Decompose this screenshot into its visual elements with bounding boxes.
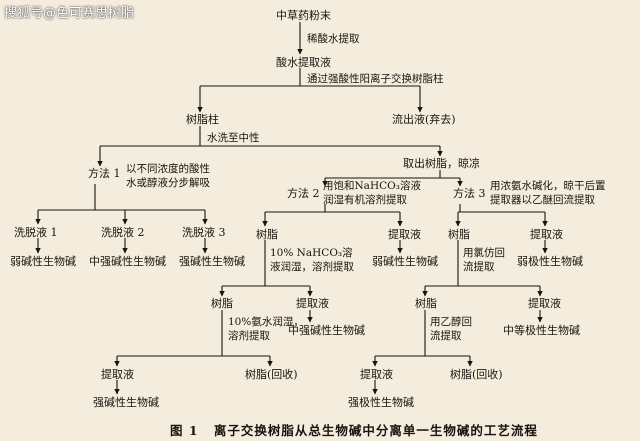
node-eluate-1: 洗脱液 1 — [14, 226, 58, 239]
figure-number: 图 1 — [170, 423, 199, 438]
node-m3-weakest-base: 弱极性生物碱 — [517, 255, 583, 268]
node-m3-resin: 树脂 — [448, 228, 470, 241]
node-resin-column: 树脂柱 — [186, 113, 219, 126]
m2-step-2: 液润湿，溶剂提取 — [270, 261, 354, 273]
method1-label: 方法 1 — [88, 167, 121, 180]
node-lvl4-extract: 提取液 — [101, 368, 134, 381]
node-remove-resin: 取出树脂，晾凉 — [403, 157, 480, 170]
node-eluate-2: 洗脱液 2 — [101, 226, 145, 239]
node-effluent: 流出液(弃去) — [392, 113, 456, 126]
method3-label: 方法 3 — [453, 187, 486, 200]
node-medium-strong-base: 中强碱性生物碱 — [89, 255, 166, 268]
method1-desc-1: 以不同浓度的酸性 — [126, 163, 210, 175]
node-lvl4-resin-recycle: 树脂(回收) — [245, 368, 298, 381]
node-m2-weak-base: 弱碱性生物碱 — [372, 255, 438, 268]
node-herb-powder: 中草药粉末 — [276, 9, 331, 22]
node-lvl4b-resin-recycle: 树脂(回收) — [450, 368, 503, 381]
figure-title: 离子交换树脂从总生物碱中分离单一生物碱的工艺流程 — [213, 423, 538, 438]
node-lvl3-extract: 提取液 — [296, 297, 329, 310]
method3-desc-1: 用浓氨水碱化，晾干后置 — [490, 180, 606, 192]
node-eluate-3: 洗脱液 3 — [182, 226, 226, 239]
node-lvl3b-resin: 树脂 — [415, 297, 437, 310]
method2-desc-2: 润湿有机溶剂提取 — [323, 194, 407, 206]
node-m2-resin: 树脂 — [256, 228, 278, 241]
figure-caption: 图 1 离子交换树脂从总生物碱中分离单一生物碱的工艺流程 — [170, 420, 538, 439]
node-lvl3b-extract: 提取液 — [528, 297, 561, 310]
step-wash-neutral: 水洗至中性 — [207, 132, 260, 144]
m3-chloroform-2: 流提取 — [463, 261, 495, 273]
node-m3-extract: 提取液 — [530, 228, 563, 241]
node-lvl3-medium-strong: 中强碱性生物碱 — [288, 324, 365, 337]
method2-desc-1: 用饱和NaHCO₃溶液 — [323, 180, 421, 192]
node-medium-polar-base: 中等极性生物碱 — [503, 324, 580, 337]
ammonia-step-2: 溶剂提取 — [228, 330, 270, 342]
node-lvl4-strong-base: 强碱性生物碱 — [93, 396, 159, 409]
node-lvl4b-extract: 提取液 — [360, 368, 393, 381]
method1-desc-2: 水或醇液分步解吸 — [126, 177, 210, 189]
ethanol-step-2: 流提取 — [430, 330, 462, 342]
node-lvl3-resin: 树脂 — [211, 297, 233, 310]
node-m2-extract: 提取液 — [388, 228, 421, 241]
node-strong-base-1: 强碱性生物碱 — [179, 255, 245, 268]
step-acid-extract: 稀酸水提取 — [307, 33, 360, 45]
ethanol-step-1: 用乙醇回 — [430, 316, 472, 328]
ammonia-step-1: 10%氨水润湿， — [228, 316, 304, 328]
method3-desc-2: 提取器以乙醚回流提取 — [490, 194, 595, 206]
node-acid-extract: 酸水提取液 — [276, 56, 331, 69]
m2-step-1: 10% NaHCO₃溶 — [270, 247, 353, 259]
node-weak-base-1: 弱碱性生物碱 — [10, 255, 76, 268]
m3-chloroform-1: 用氯仿回 — [463, 247, 505, 259]
step-strong-acid-resin: 通过强酸性阳离子交换树脂柱 — [307, 73, 444, 85]
method2-label: 方法 2 — [287, 187, 320, 200]
node-lvl4b-strong-polar: 强极性生物碱 — [348, 396, 414, 409]
watermark: 搜狐号@色可赛思树脂 — [4, 6, 135, 21]
